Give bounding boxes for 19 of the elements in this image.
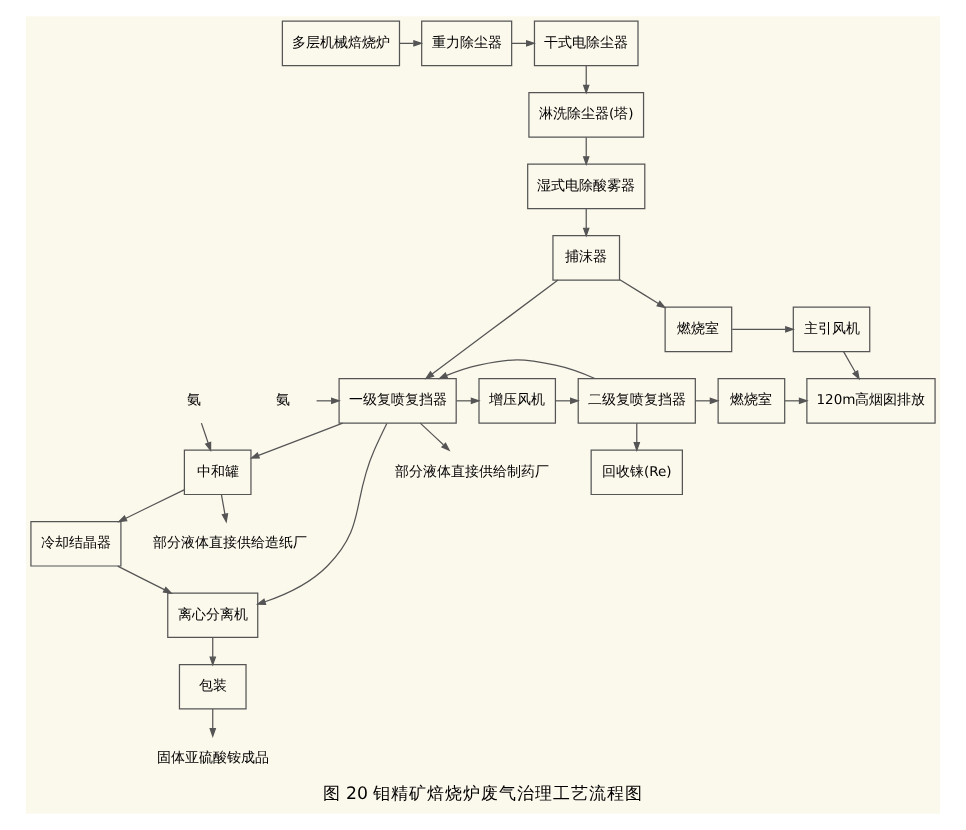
arrow — [419, 422, 451, 452]
arrow — [249, 422, 344, 459]
arrow — [582, 136, 590, 167]
arrow — [633, 422, 641, 452]
arrow — [255, 422, 388, 605]
arrow — [209, 708, 217, 738]
arrow — [619, 279, 667, 309]
arrow — [220, 494, 229, 524]
arrow — [582, 208, 590, 238]
arrow — [731, 325, 795, 333]
arrow — [117, 565, 173, 594]
arrow — [437, 359, 596, 380]
arrow — [424, 279, 559, 380]
arrow — [209, 637, 217, 667]
arrow — [842, 351, 860, 381]
caption: 图 20 钼精矿焙烧炉废气治理工艺流程图 — [322, 785, 644, 806]
arrow — [200, 422, 212, 452]
arrow — [117, 489, 185, 523]
arrow — [582, 65, 590, 95]
